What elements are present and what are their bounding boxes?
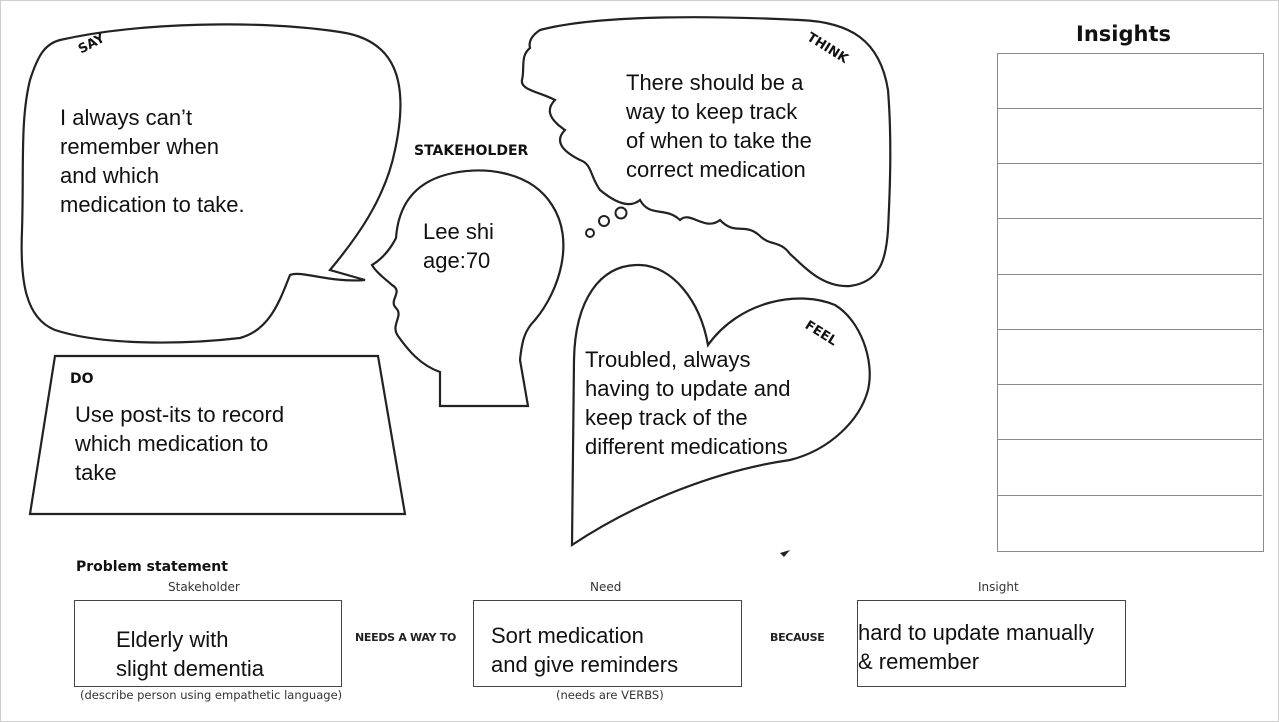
stakeholder-label: STAKEHOLDER <box>414 143 529 159</box>
needs-a-way-to-connector: NEEDS A WAY TO <box>355 631 457 644</box>
say-bubble <box>20 23 402 344</box>
insights-row-divider <box>997 439 1262 440</box>
insights-row-divider <box>997 163 1262 164</box>
say-text: I always can’t remember when and which m… <box>60 105 245 217</box>
insights-row-divider <box>997 218 1262 219</box>
insight-field-text: hard to update manually & remember <box>858 620 1095 674</box>
because-connector: BECAUSE <box>770 631 825 644</box>
problem-statement-title: Problem statement <box>76 559 228 575</box>
stakeholder-head <box>370 169 565 408</box>
insights-table <box>997 53 1264 552</box>
think-bubble <box>520 16 892 288</box>
insights-row-divider <box>997 329 1262 330</box>
need-field[interactable] <box>473 600 742 687</box>
thought-dot-medium <box>598 215 610 227</box>
thought-dot-large <box>614 206 628 220</box>
feel-text: Troubled, always having to update and ke… <box>585 347 791 459</box>
stakeholder-header: Stakeholder <box>168 580 240 594</box>
stray-mark <box>780 550 790 557</box>
need-hint: (needs are VERBS) <box>556 688 664 702</box>
stakeholder-field[interactable] <box>74 600 342 687</box>
thought-dot-small <box>585 228 595 238</box>
insights-row-divider <box>997 108 1262 109</box>
do-label: DO <box>70 371 94 387</box>
insights-row-divider <box>997 274 1262 275</box>
insights-row-divider <box>997 384 1262 385</box>
need-header: Need <box>590 580 622 594</box>
insights-row-divider <box>997 495 1262 496</box>
insights-title: Insights <box>1076 22 1171 46</box>
do-box <box>28 354 407 516</box>
stakeholder-field-text: Elderly with slight dementia <box>116 627 264 681</box>
need-field-text: Sort medication and give reminders <box>491 623 679 677</box>
feel-heart <box>570 263 871 548</box>
insight-header: Insight <box>978 580 1019 594</box>
do-text: Use post-its to record which medication … <box>75 402 285 485</box>
stakeholder-text: Lee shi age:70 <box>423 219 494 273</box>
think-text: There should be a way to keep track of w… <box>626 70 812 182</box>
insight-field[interactable] <box>857 600 1126 687</box>
stakeholder-hint: (describe person using empathetic langua… <box>80 688 343 702</box>
